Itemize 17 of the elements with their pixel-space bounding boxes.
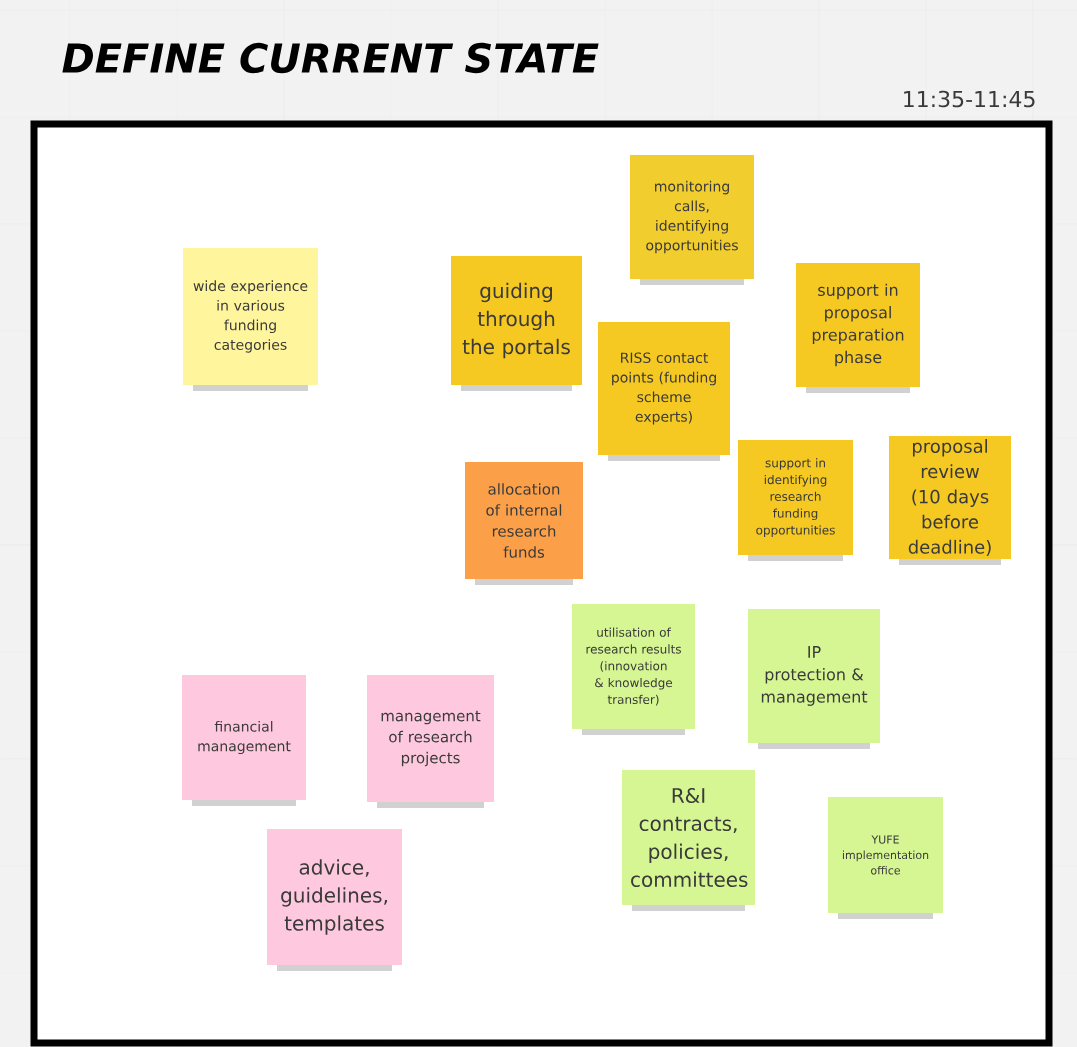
title: DEFINE CURRENT STATE: [62, 42, 599, 74]
sticky-note: advice, guidelines, templates: [267, 829, 402, 971]
sticky-note: support in identifying research funding opportunities: [738, 440, 853, 561]
sticky-note: wide experience in various funding categories: [183, 248, 318, 391]
sticky-note: utilisation of research results (innovation & knowledge transfer): [572, 604, 695, 735]
sticky-note: monitoring calls, identifying opportunities: [630, 155, 754, 285]
sticky-note: support in proposal preparation phase: [796, 263, 920, 393]
sticky-note: financial management: [182, 675, 306, 806]
sticky-note: guiding through the portals: [451, 256, 582, 391]
sticky-note: R&I contracts, policies, committees: [622, 770, 755, 911]
sticky-note: YUFE implementation office: [828, 797, 943, 919]
sticky-note: proposal review (10 days before deadline): [889, 436, 1011, 565]
sticky-note: allocation of internal research funds: [465, 462, 583, 585]
time-label: 11:35-11:45: [904, 90, 1035, 108]
sticky-note: RISS contact points (funding scheme experts): [598, 322, 730, 461]
sticky-note: IP protection & management: [748, 609, 880, 749]
sticky-note: management of research projects: [367, 675, 494, 808]
